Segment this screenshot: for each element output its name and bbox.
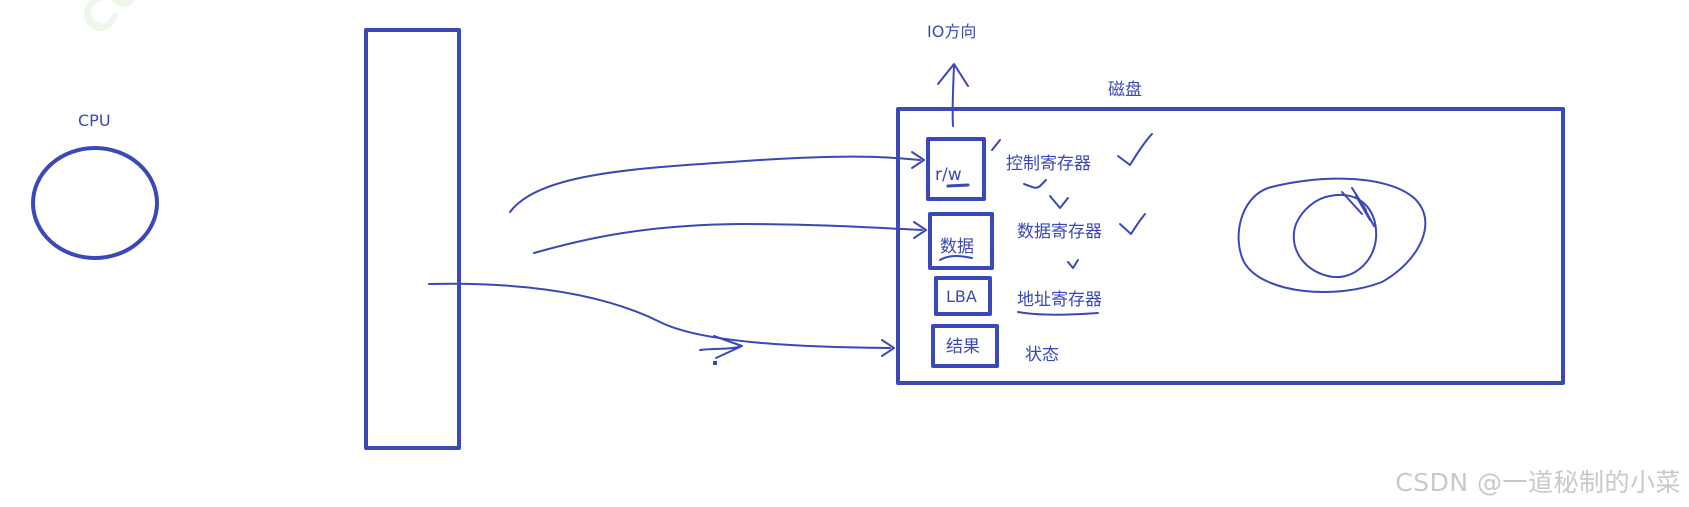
- arrow-to-result-scribble: [699, 335, 743, 359]
- disk-label: 磁盘: [1108, 80, 1142, 100]
- io-direction-arrow: [951, 65, 955, 127]
- port-rw-box: [926, 137, 986, 201]
- arrow-to-data: [533, 223, 923, 254]
- arrow-to-data-head: [913, 221, 927, 239]
- arrow-to-result-head: [881, 339, 895, 357]
- disk-head-scribble: [1341, 187, 1375, 227]
- port-result-box: [931, 324, 999, 368]
- port-data: 数据: [928, 212, 994, 270]
- port-lba-label: LBA: [946, 287, 977, 306]
- port-lba: LBA: [934, 276, 992, 316]
- port-result-label: 结果: [946, 337, 980, 357]
- io-direction-label: IO方向: [927, 22, 976, 41]
- disk-box: [896, 107, 1565, 385]
- register-address: 地址寄存器: [1017, 290, 1102, 310]
- csdn-watermark: CSDN @一道秘制的小菜: [1395, 468, 1681, 497]
- port-rw: r/w: [926, 137, 986, 201]
- tick-mark-3: [1067, 259, 1079, 269]
- arrow-to-rw-head: [911, 151, 925, 169]
- port-data-label: 数据: [940, 237, 974, 257]
- cpu-circle: [31, 146, 159, 260]
- register-data: 数据寄存器: [1017, 222, 1102, 242]
- port-lba-box: [934, 276, 992, 316]
- check-mark-control: [1117, 133, 1153, 166]
- register-address-underline: [1017, 311, 1099, 316]
- io-direction: IO方向: [927, 22, 976, 127]
- port-rw-underline: [946, 183, 970, 188]
- port-data-box: [928, 212, 994, 270]
- cpu-node: CPU: [31, 111, 159, 260]
- stray-dot: [713, 361, 717, 365]
- port-data-scribble: [939, 255, 973, 261]
- register-status: 状态: [1025, 345, 1059, 365]
- arrow-to-rw: [509, 155, 921, 213]
- io-direction-arrowhead: [937, 63, 969, 87]
- tick-mark-1: [1023, 179, 1047, 189]
- register-control: 控制寄存器: [1006, 154, 1091, 174]
- disk-platter-outer: [1237, 177, 1427, 294]
- tick-mark-2: [1049, 195, 1069, 209]
- disk: 磁盘 r/w 数据 LBA 结果 控制寄存器 数据寄存器 地址寄存器: [896, 80, 1565, 385]
- disk-platter-inner: [1292, 193, 1378, 279]
- port-rw-label: r/w: [935, 165, 962, 185]
- cpu-label: CPU: [78, 111, 111, 130]
- bus-bar: [364, 28, 461, 450]
- port-result: 结果: [931, 324, 999, 368]
- pen-mark: [991, 139, 1001, 151]
- check-mark-data: [1119, 213, 1146, 235]
- arrow-to-result: [428, 282, 891, 349]
- bus-arrows: [428, 151, 927, 365]
